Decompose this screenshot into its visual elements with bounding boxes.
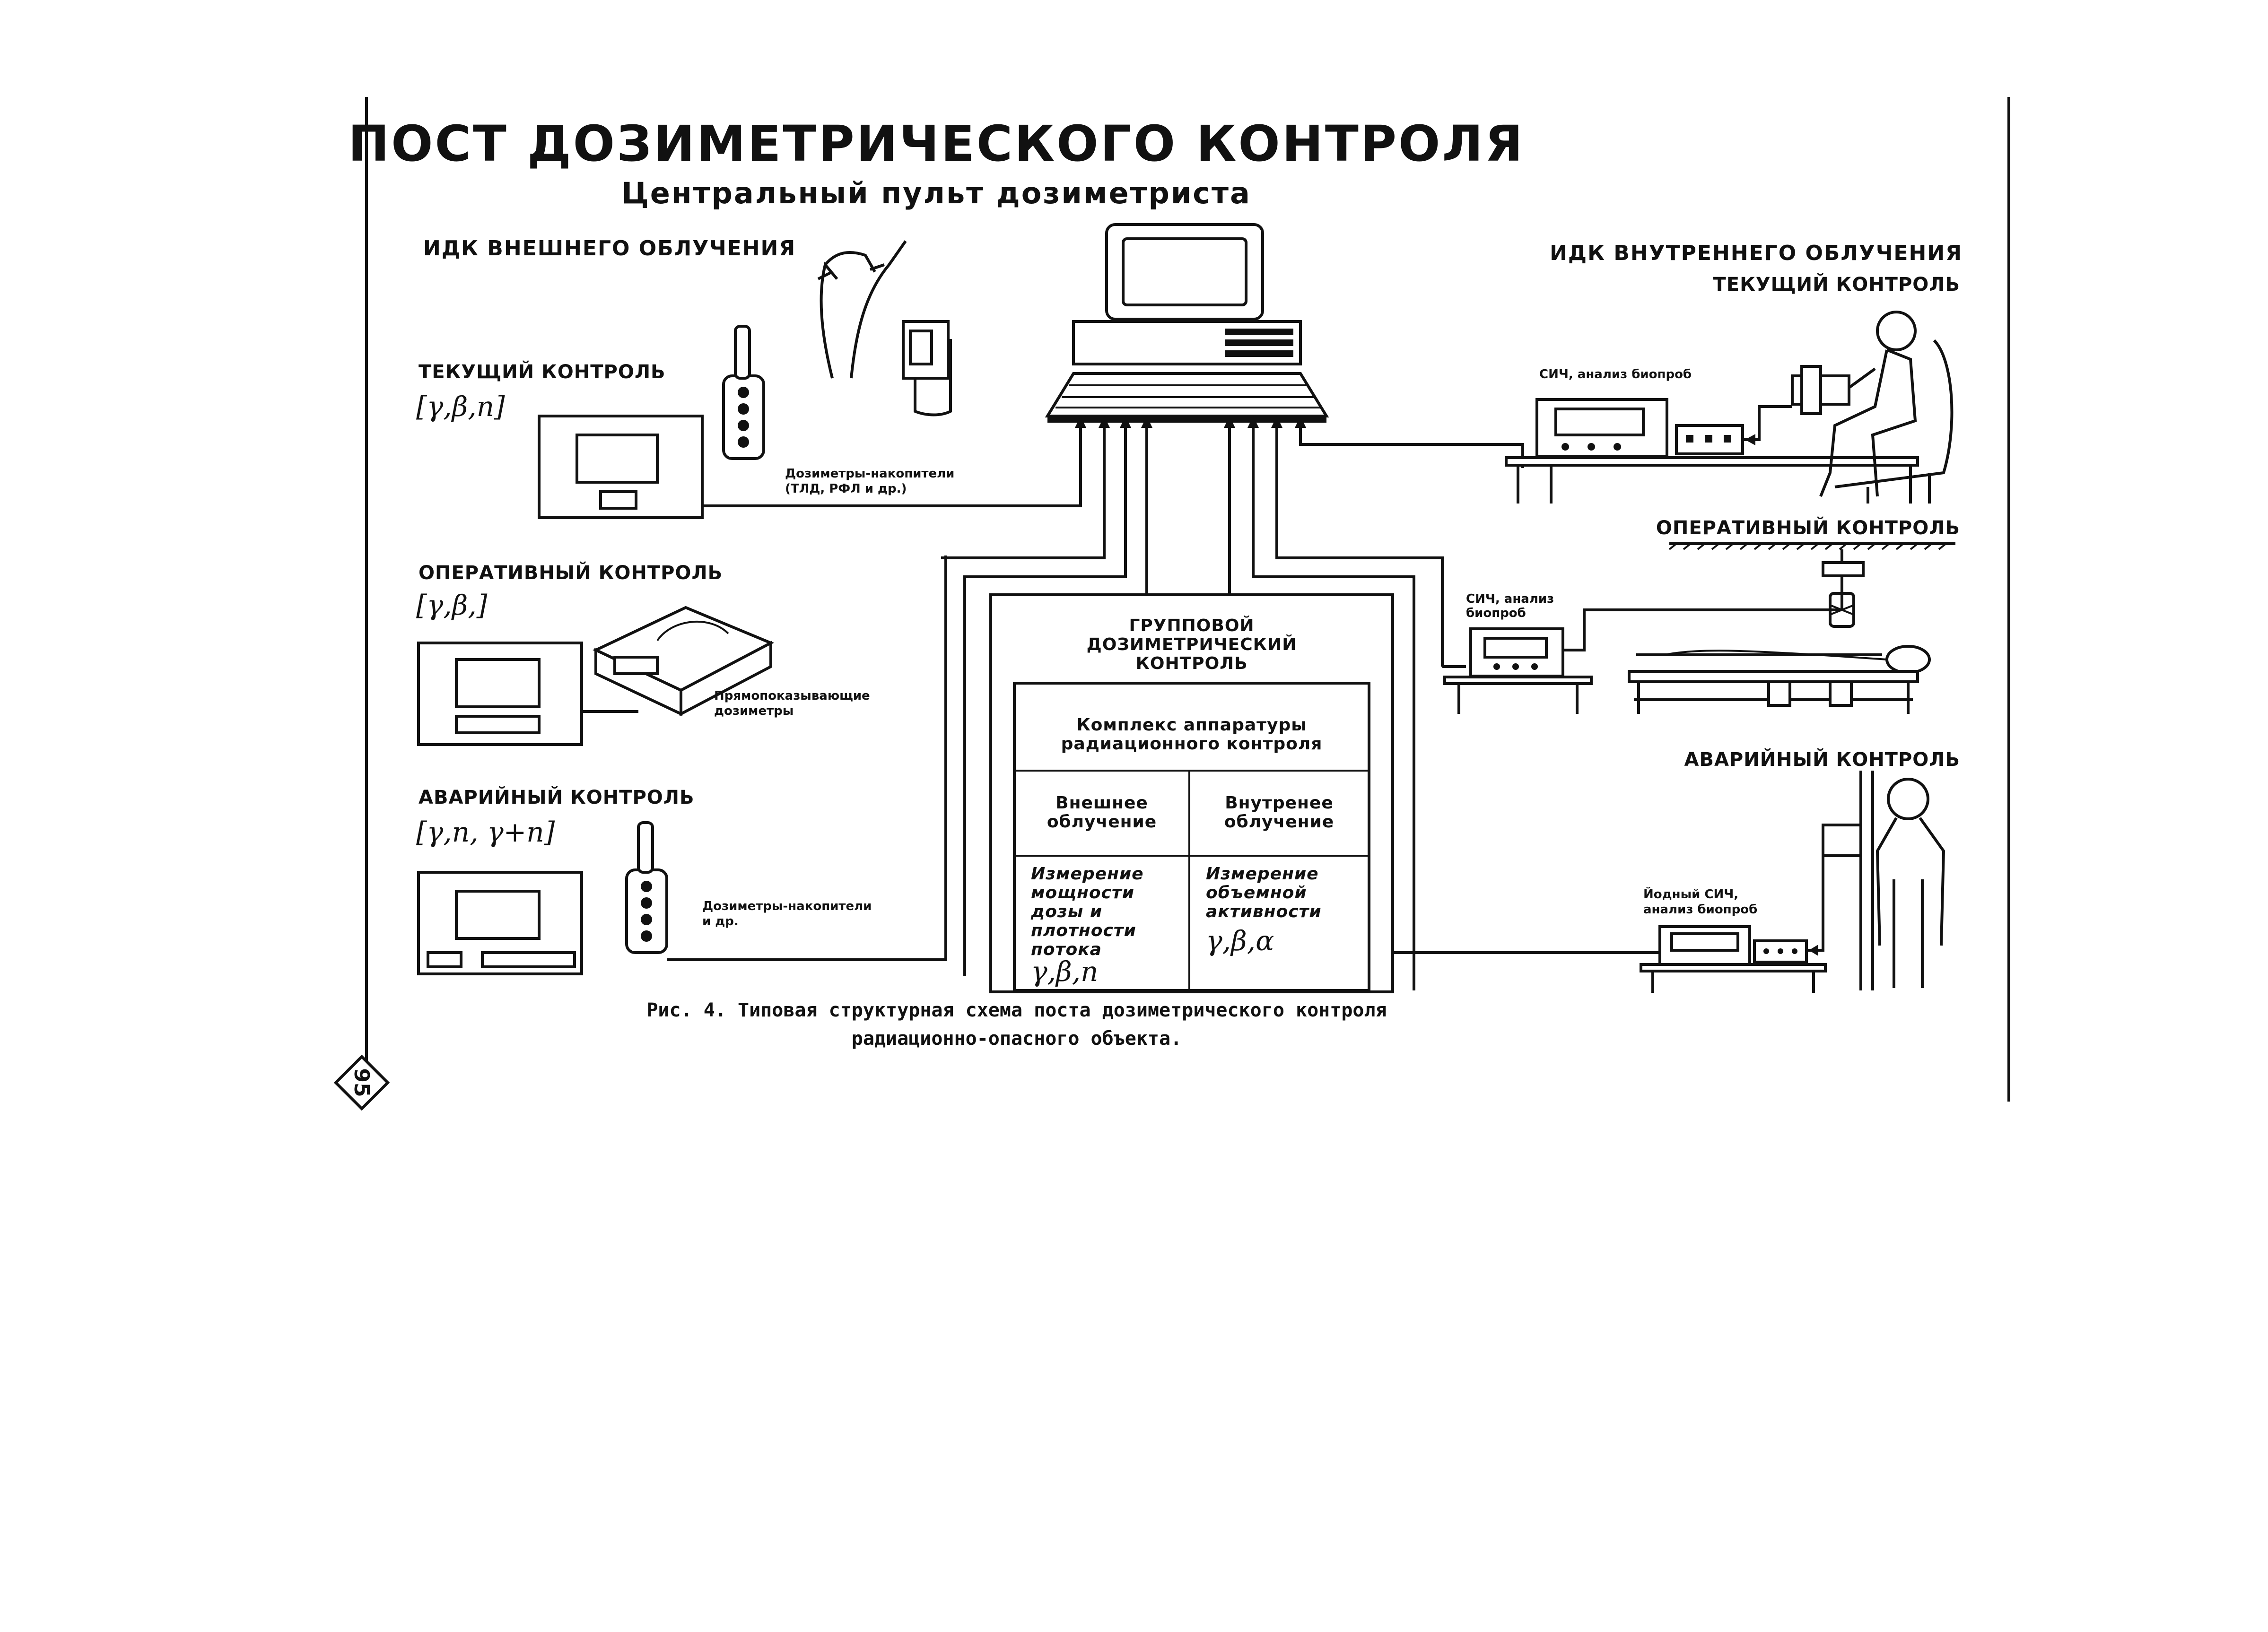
ext-operative-note-2: дозиметры bbox=[714, 704, 794, 718]
ext-current-note-2: (ТЛД, РФЛ и др.) bbox=[785, 482, 907, 496]
group-heading-1: ГРУППОВОЙ bbox=[1129, 616, 1254, 635]
ext-emergency-note-1: Дозиметры-накопители bbox=[702, 899, 872, 913]
int-current-note: СИЧ, анализ биопроб bbox=[1539, 367, 1692, 382]
hand-dosimeter-icon bbox=[817, 240, 952, 417]
ext-operative-note-1: Прямопоказывающие bbox=[714, 689, 870, 703]
page-subtitle: Центральный пульт дозиметриста bbox=[621, 176, 1251, 210]
meas-ext-4: плотности bbox=[1031, 921, 1136, 940]
int-operative-label: ОПЕРАТИВНЫЙ КОНТРОЛЬ bbox=[1656, 516, 1960, 539]
int-emergency-desk bbox=[1640, 856, 1827, 993]
meas-ext-1: Измерение bbox=[1031, 864, 1144, 884]
meas-ext-3: дозы и bbox=[1030, 902, 1102, 921]
external-exposure-2: облучение bbox=[1047, 812, 1157, 832]
int-emergency-note-2: анализ биопроб bbox=[1643, 903, 1757, 917]
meas-ext-5: потока bbox=[1031, 940, 1102, 959]
external-exposure-1: Внешнее bbox=[1055, 793, 1148, 813]
int-emergency-note-1: Йодный СИЧ, bbox=[1643, 886, 1738, 902]
central-console bbox=[1045, 223, 1329, 423]
page-frame bbox=[365, 97, 2010, 1102]
ext-emergency-note-2: и др. bbox=[702, 914, 739, 929]
ext-current-dosimeter-icon bbox=[722, 325, 765, 460]
group-control-panel: ГРУППОВОЙ ДОЗИМЕТРИЧЕСКИЙ КОНТРОЛЬ Компл… bbox=[989, 593, 1394, 993]
int-current-label: ТЕКУЩИЙ КОНТРОЛЬ bbox=[1713, 273, 1960, 295]
int-operative-note-1: СИЧ, анализ bbox=[1466, 592, 1554, 606]
meas-ext-formula: γ,β,n bbox=[1031, 955, 1098, 988]
complex-line-1: Комплекс аппаратуры bbox=[1076, 715, 1307, 735]
ext-emergency-label: АВАРИЙНЫЙ КОНТРОЛЬ bbox=[419, 786, 695, 808]
ext-operative-dosimeter-icon bbox=[592, 606, 775, 716]
seated-person-icon bbox=[1819, 311, 1954, 503]
lying-person-icon bbox=[1628, 645, 1931, 714]
ceiling-detector-icon bbox=[1822, 549, 1865, 628]
ext-current-reader bbox=[538, 415, 704, 519]
internal-heading: ИДК ВНУТРЕННЕГО ОБЛУЧЕНИЯ bbox=[1550, 241, 1963, 265]
right-connectors bbox=[1228, 423, 1660, 992]
complex-line-2: радиационного контроля bbox=[1061, 734, 1323, 754]
figure-caption-2: радиационно-опасного объекта. bbox=[852, 1028, 1182, 1050]
page-number-badge: 95 bbox=[333, 1054, 390, 1111]
ceiling-hatch bbox=[1668, 542, 1955, 550]
keyboard-icon bbox=[1045, 372, 1329, 417]
external-heading: ИДК ВНЕШНЕГО ОБЛУЧЕНИЯ bbox=[423, 236, 796, 260]
group-heading-3: КОНТРОЛЬ bbox=[1135, 654, 1247, 673]
ext-emergency-reader bbox=[417, 871, 583, 975]
page-title: ПОСТ ДОЗИМЕТРИЧЕСКОГО КОНТРОЛЯ bbox=[348, 115, 1525, 173]
internal-exposure-1: Внутренее bbox=[1225, 793, 1334, 813]
figure-caption-1: Рис. 4. Типовая структурная схема поста … bbox=[646, 999, 1387, 1021]
ext-current-note-1: Дозиметры-накопители bbox=[785, 467, 954, 481]
ext-current-formula: [γ,β,n] bbox=[416, 391, 505, 423]
int-operative-note-2: биопроб bbox=[1466, 606, 1526, 620]
ext-operative-label: ОПЕРАТИВНЫЙ КОНТРОЛЬ bbox=[419, 561, 723, 584]
left-arrowheads bbox=[1075, 416, 1152, 428]
ext-current-label: ТЕКУЩИЙ КОНТРОЛЬ bbox=[419, 360, 666, 383]
page-number: 95 bbox=[349, 1068, 374, 1097]
standing-person-icon bbox=[1822, 771, 1945, 990]
equipment-complex-table bbox=[1013, 682, 1370, 992]
meas-ext-2: мощности bbox=[1031, 883, 1134, 903]
meas-int-3: активности bbox=[1206, 902, 1322, 921]
int-operative-desk bbox=[1442, 593, 1843, 714]
int-current-desk bbox=[1505, 365, 1919, 503]
meas-int-1: Измерение bbox=[1206, 864, 1319, 884]
ext-emergency-formula: [γ,n, γ+n] bbox=[416, 816, 555, 848]
right-arrowheads bbox=[1224, 416, 1306, 428]
ext-operative-reader bbox=[417, 642, 583, 746]
internal-exposure-2: облучение bbox=[1224, 812, 1334, 832]
group-heading-2: ДОЗИМЕТРИЧЕСКИЙ bbox=[1087, 634, 1297, 654]
int-emergency-label: АВАРИЙНЫЙ КОНТРОЛЬ bbox=[1684, 748, 1961, 771]
meas-int-2: объемной bbox=[1206, 883, 1307, 903]
meas-int-formula: γ,β,α bbox=[1206, 925, 1274, 957]
ext-emergency-dosimeter-icon bbox=[625, 821, 668, 954]
ext-operative-formula: [γ,β,] bbox=[416, 589, 488, 621]
